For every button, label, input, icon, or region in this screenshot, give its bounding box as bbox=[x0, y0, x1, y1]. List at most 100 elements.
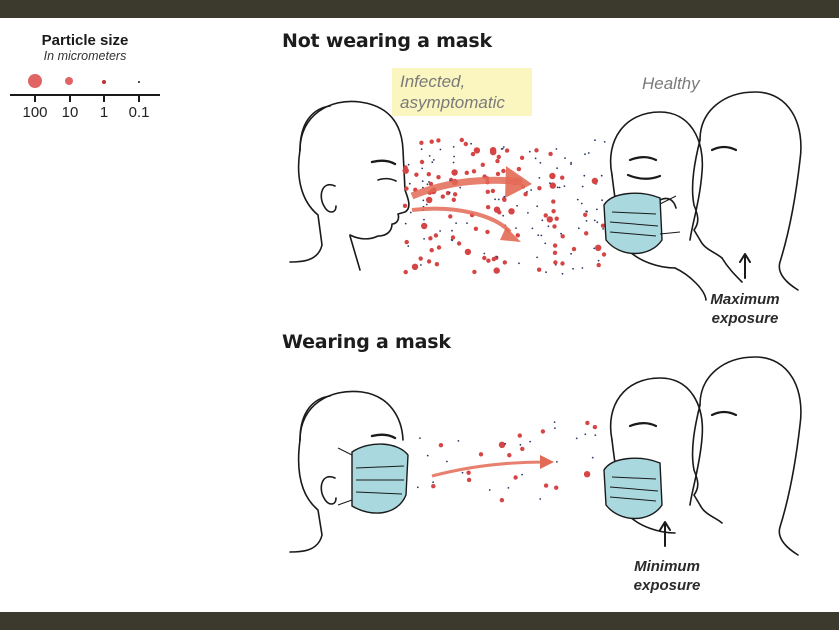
aerosol-particle bbox=[488, 489, 491, 491]
aerosol-particle bbox=[570, 252, 572, 255]
aerosol-particle bbox=[519, 443, 522, 446]
droplet-particle bbox=[471, 169, 477, 174]
aerosol-particle bbox=[518, 262, 520, 265]
aerosol-particle bbox=[530, 189, 532, 191]
droplet-particle bbox=[517, 433, 522, 438]
droplet-particle bbox=[520, 446, 525, 452]
droplet-particle bbox=[403, 269, 408, 275]
aerosol-particle bbox=[448, 191, 451, 194]
aerosol-particle bbox=[536, 256, 538, 259]
aerosol-particle bbox=[575, 437, 578, 440]
minimum-exposure-line1: Minimum bbox=[634, 558, 700, 575]
healthy-person-background-1 bbox=[691, 91, 802, 291]
legend-tick-0-1 bbox=[138, 94, 140, 102]
droplet-particle bbox=[497, 210, 502, 215]
aerosol-particle bbox=[583, 174, 586, 177]
aerosol-particle bbox=[423, 238, 425, 240]
aerosol-particle bbox=[553, 421, 556, 423]
infected-label-line2: asymptomatic bbox=[400, 93, 505, 112]
aerosol-particle bbox=[494, 198, 496, 201]
aerosol-particle bbox=[581, 185, 584, 188]
aerosol-particle bbox=[556, 186, 559, 189]
droplet-particle bbox=[583, 212, 588, 217]
droplet-particle bbox=[540, 429, 546, 434]
aerosol-particle bbox=[466, 222, 468, 225]
droplet-particle bbox=[519, 155, 525, 160]
droplet-particle bbox=[554, 216, 559, 221]
aerosol-particle bbox=[540, 234, 543, 237]
aerosol-particle bbox=[527, 212, 529, 214]
droplet-particle bbox=[571, 246, 577, 252]
droplet-particle bbox=[601, 252, 607, 257]
droplet-particle bbox=[485, 205, 491, 210]
aerosol-particle bbox=[516, 204, 518, 207]
droplet-particle bbox=[464, 248, 472, 256]
droplet-particle bbox=[472, 269, 477, 275]
infected-label-line1: Infected, bbox=[400, 72, 466, 91]
aerosol-particle bbox=[455, 222, 457, 225]
droplet-particle bbox=[428, 236, 433, 241]
aerosol-particle bbox=[459, 186, 462, 189]
droplet-particle bbox=[495, 171, 501, 177]
droplet-particle bbox=[493, 267, 500, 274]
legend-label-100: 100 bbox=[22, 104, 48, 121]
aerosol-particle bbox=[452, 161, 455, 164]
aerosol-particle bbox=[545, 271, 547, 274]
droplet-particle bbox=[507, 453, 512, 458]
aerosol-particle bbox=[502, 146, 505, 148]
droplet-particle bbox=[436, 175, 441, 180]
droplet-particle bbox=[515, 233, 520, 238]
droplet-particle bbox=[534, 148, 539, 153]
maximum-exposure-line2: exposure bbox=[711, 310, 779, 327]
aerosol-particle bbox=[593, 247, 596, 250]
aerosol-particle bbox=[421, 167, 424, 170]
droplet-particle bbox=[551, 209, 556, 214]
droplet-particle bbox=[426, 172, 431, 177]
aerosol-particle bbox=[521, 473, 523, 476]
aerosol-particle bbox=[407, 163, 410, 166]
legend-dot-0-1 bbox=[138, 81, 140, 83]
aerosol-particle bbox=[416, 486, 419, 489]
droplet-particle bbox=[480, 162, 485, 167]
droplet-particle bbox=[501, 168, 506, 174]
droplet-particle bbox=[508, 208, 515, 215]
aerosol-particle bbox=[421, 180, 424, 183]
droplet-particle bbox=[490, 188, 496, 194]
aerosol-particle bbox=[549, 182, 551, 185]
mask-infected bbox=[351, 443, 409, 514]
legend-subtitle: In micrometers bbox=[43, 49, 127, 63]
mask-title: Wearing a mask bbox=[282, 331, 451, 353]
aerosol-particle bbox=[451, 229, 453, 232]
droplet-particle bbox=[402, 167, 409, 174]
droplet-particle bbox=[596, 262, 601, 268]
aerosol-particle bbox=[408, 182, 411, 185]
legend-title: Particle size bbox=[41, 32, 129, 49]
aerosol-particle bbox=[570, 161, 572, 164]
droplet-particle bbox=[583, 471, 591, 478]
aerosol-particle bbox=[536, 205, 539, 208]
droplet-particle bbox=[429, 248, 434, 253]
airflow-arrows-no-mask bbox=[410, 166, 532, 242]
healthy-person-background-2 bbox=[659, 356, 802, 556]
infected-label: Infected, asymptomatic bbox=[400, 71, 535, 113]
aerosol-particle bbox=[576, 198, 579, 201]
droplet-particle bbox=[551, 199, 556, 204]
droplet-particle bbox=[426, 259, 432, 264]
droplet-particle bbox=[585, 420, 590, 426]
aerosol-particle bbox=[404, 222, 407, 225]
aerosol-particle bbox=[422, 199, 425, 202]
droplet-particle bbox=[592, 424, 598, 430]
particle-cloud-masked bbox=[416, 420, 598, 503]
aerosol-particle bbox=[556, 461, 558, 463]
droplet-particle bbox=[516, 166, 522, 172]
droplet-particle bbox=[418, 256, 423, 261]
aerosol-particle bbox=[534, 157, 537, 160]
droplet-particle bbox=[504, 148, 510, 153]
aerosol-particle bbox=[426, 454, 429, 457]
infected-highlight bbox=[392, 68, 532, 116]
airflow-arrow-masked bbox=[431, 455, 554, 478]
droplet-particle bbox=[404, 239, 409, 245]
droplet-particle bbox=[560, 234, 565, 239]
aerosol-particle bbox=[453, 155, 455, 158]
